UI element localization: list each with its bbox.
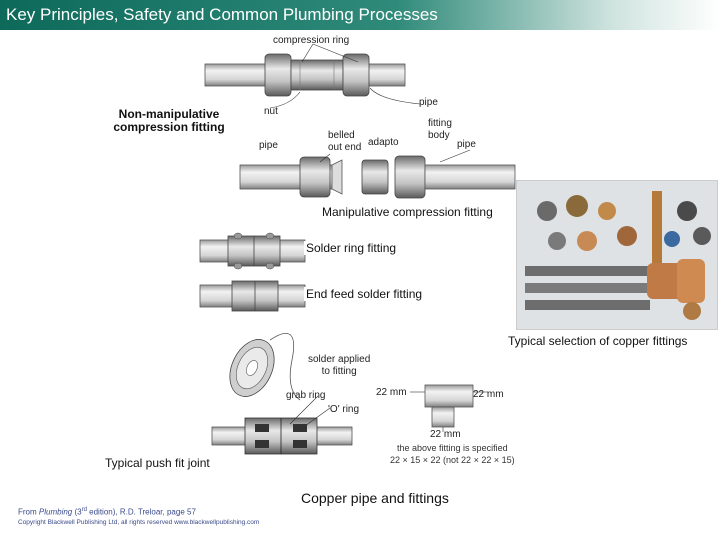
end-feed-fitting-drawing — [199, 280, 306, 312]
dimension-22mm-right: 22 mm — [473, 389, 504, 400]
manipulative-fitting-drawing — [239, 149, 516, 199]
push-fit-caption: Typical push fit joint — [105, 456, 210, 470]
pipe-label-left: pipe — [259, 140, 278, 151]
title-bar — [0, 0, 720, 30]
o-ring-label: 'O' ring — [328, 404, 360, 415]
fitting-body-label: fitting body — [428, 118, 452, 141]
non-manipulative-fitting-drawing — [204, 43, 421, 109]
belled-out-end-label: belled out end — [328, 130, 362, 153]
copper-fittings-photo — [516, 180, 718, 330]
compression-ring-label: compression ring — [273, 35, 350, 46]
end-feed-caption: End feed solder fitting — [304, 287, 425, 301]
solder-ring-fitting-drawing — [199, 232, 306, 270]
adaptor-label: adapto — [368, 137, 399, 148]
grab-ring-label: grab ring — [286, 390, 326, 401]
solder-ring-caption: Solder ring fitting — [304, 241, 399, 255]
specification-note: the above fitting is specified 22 × 15 ×… — [390, 443, 515, 465]
dimension-22mm-bottom: 22 mm — [430, 429, 461, 440]
section-caption: Copper pipe and fittings — [301, 490, 449, 506]
tee-fitting-drawing — [410, 384, 488, 432]
pipe-label-right: pipe — [457, 139, 476, 150]
pipe-label-top: pipe — [419, 97, 438, 108]
source-credit: From Plumbing (3rd edition), R.D. Treloa… — [18, 507, 196, 517]
copyright-line: Copyright Blackwell Publishing Ltd, all … — [18, 519, 260, 526]
push-fit-joint-drawing — [211, 395, 353, 455]
dimension-22mm-left: 22 mm — [376, 387, 407, 398]
non-manipulative-label: Non-manipulative compression fitting — [113, 107, 225, 134]
solder-applied-label: solder applied to fitting — [308, 354, 371, 377]
page-title: Key Principles, Safety and Common Plumbi… — [6, 5, 438, 24]
nut-label: nut — [264, 106, 278, 117]
solder-spool-drawing — [229, 333, 301, 401]
manipulative-caption: Manipulative compression fitting — [320, 205, 495, 219]
typical-selection-caption: Typical selection of copper fittings — [506, 334, 690, 348]
